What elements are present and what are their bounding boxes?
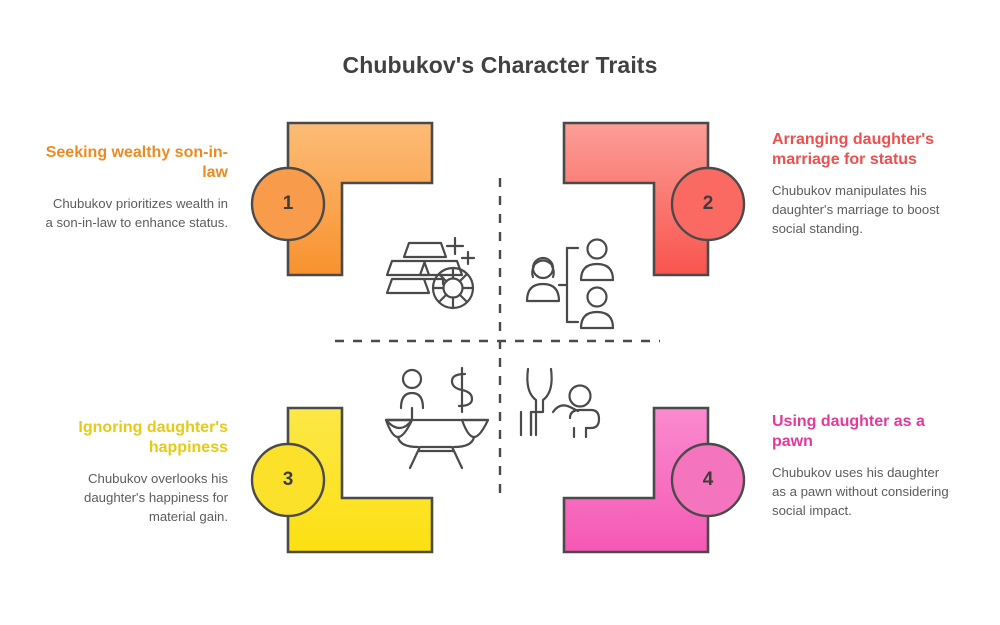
dashed-cross-divider (335, 178, 660, 500)
quadrant-3-heading: Ignoring daughter's happiness (78, 419, 228, 457)
quadrant-4-badge-number: 4 (702, 469, 714, 490)
quadrant-4-text: Using daughter as a pawn Chubukov uses h… (772, 412, 952, 520)
page-title: Chubukov's Character Traits (342, 52, 658, 78)
quadrant-3-badge-number: 3 (282, 469, 294, 490)
balance-scale-icon (384, 366, 490, 470)
quadrant-2-badge-number: 2 (702, 193, 714, 214)
quadrant-4-body: Chubukov uses his daughter as a pawn wit… (772, 464, 949, 519)
quadrant-2-heading: Arranging daughter's marriage for status (772, 131, 935, 169)
quadrant-3-text: Ignoring daughter's happiness Chubukov o… (42, 418, 228, 526)
quadrant-1-body: Chubukov prioritizes wealth in a son-in-… (45, 195, 228, 231)
quadrant-1-text: Seeking wealthy son-in-law Chubukov prio… (42, 143, 228, 232)
family-hierarchy-icon (525, 238, 615, 330)
quadrant-4-heading: Using daughter as a pawn (772, 413, 925, 451)
quadrant-2-body: Chubukov manipulates his daughter's marr… (772, 182, 940, 237)
quadrant-1-badge-number: 1 (282, 193, 294, 214)
quadrant-1-heading: Seeking wealthy son-in-law (45, 144, 228, 182)
quadrant-3-body: Chubukov overlooks his daughter's happin… (83, 470, 228, 525)
quadrant-2-text: Arranging daughter's marriage for status… (772, 130, 952, 238)
person-pawn-icon (519, 367, 601, 439)
gold-bars-icon (385, 236, 476, 310)
